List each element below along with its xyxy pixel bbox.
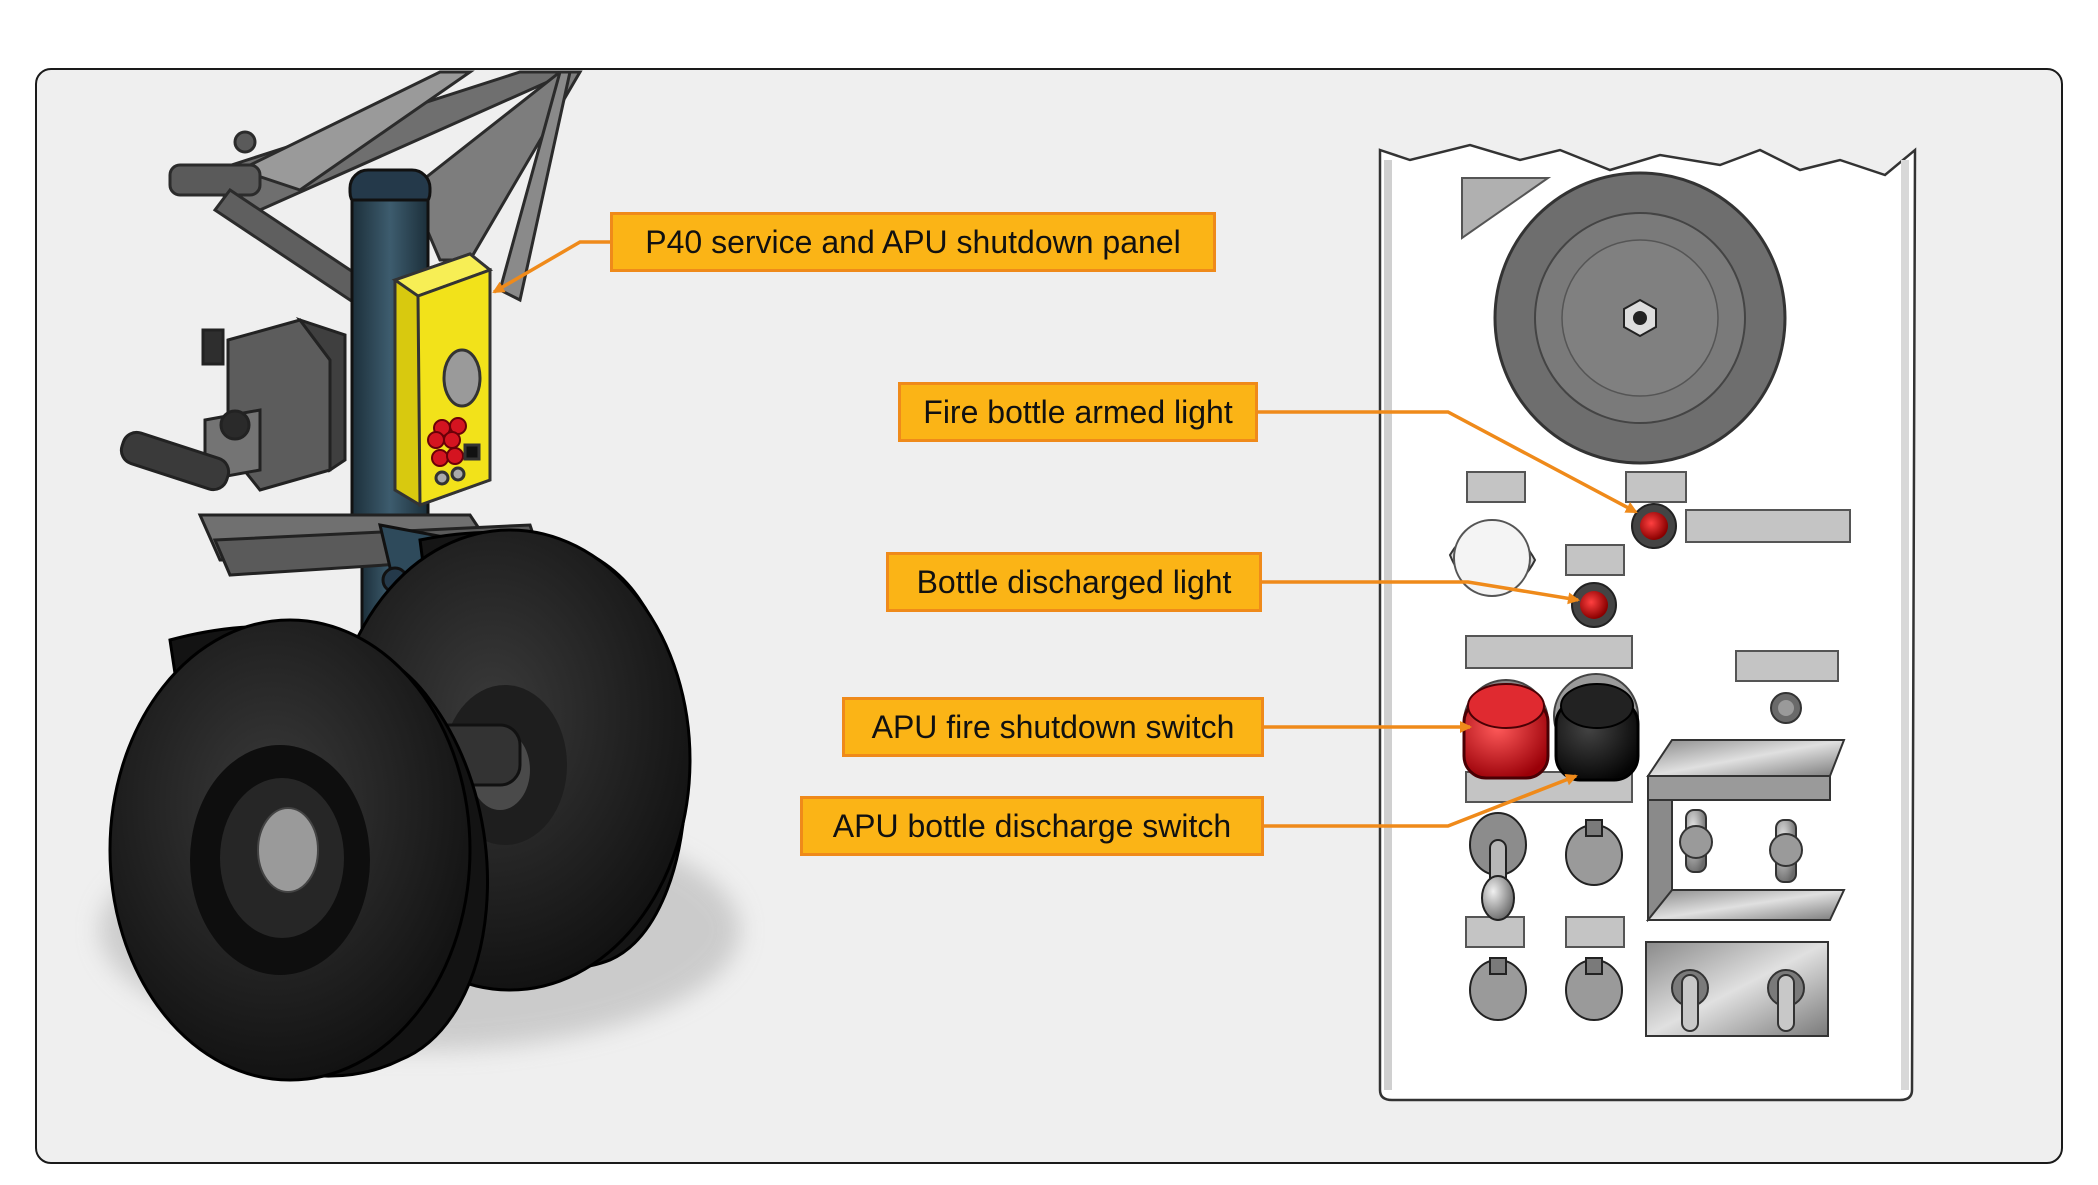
bottle-discharged-light bbox=[1571, 582, 1617, 628]
callout-apu-fire-shutdown-switch: APU fire shutdown switch bbox=[842, 697, 1264, 757]
callout-p40-panel: P40 service and APU shutdown panel bbox=[610, 212, 1216, 272]
apu-bottle-discharge-switch bbox=[1553, 673, 1640, 782]
p40-red-buttons bbox=[427, 417, 467, 467]
servicing-gauge bbox=[1493, 171, 1787, 465]
callout-bottle-discharged-light: Bottle discharged light bbox=[886, 552, 1262, 612]
drag-brace bbox=[168, 70, 583, 323]
apu-fire-shutdown-switch bbox=[1462, 679, 1550, 780]
nose-landing-gear bbox=[100, 70, 740, 1082]
small-indicator-light bbox=[1770, 692, 1802, 724]
panel-lamp-lens bbox=[1448, 519, 1537, 597]
toggle-switches bbox=[1468, 812, 1624, 1021]
p40-panel-detail bbox=[1378, 143, 1917, 1102]
p40-panel-box bbox=[391, 252, 494, 508]
front-tire bbox=[108, 618, 489, 1082]
fire-bottle-armed-light bbox=[1631, 503, 1677, 549]
toggle-guard-bracket bbox=[1645, 739, 1846, 1037]
callout-apu-bottle-discharge-switch: APU bottle discharge switch bbox=[800, 796, 1264, 856]
leader-lines bbox=[492, 240, 1638, 828]
callout-fire-bottle-armed-light: Fire bottle armed light bbox=[898, 382, 1258, 442]
